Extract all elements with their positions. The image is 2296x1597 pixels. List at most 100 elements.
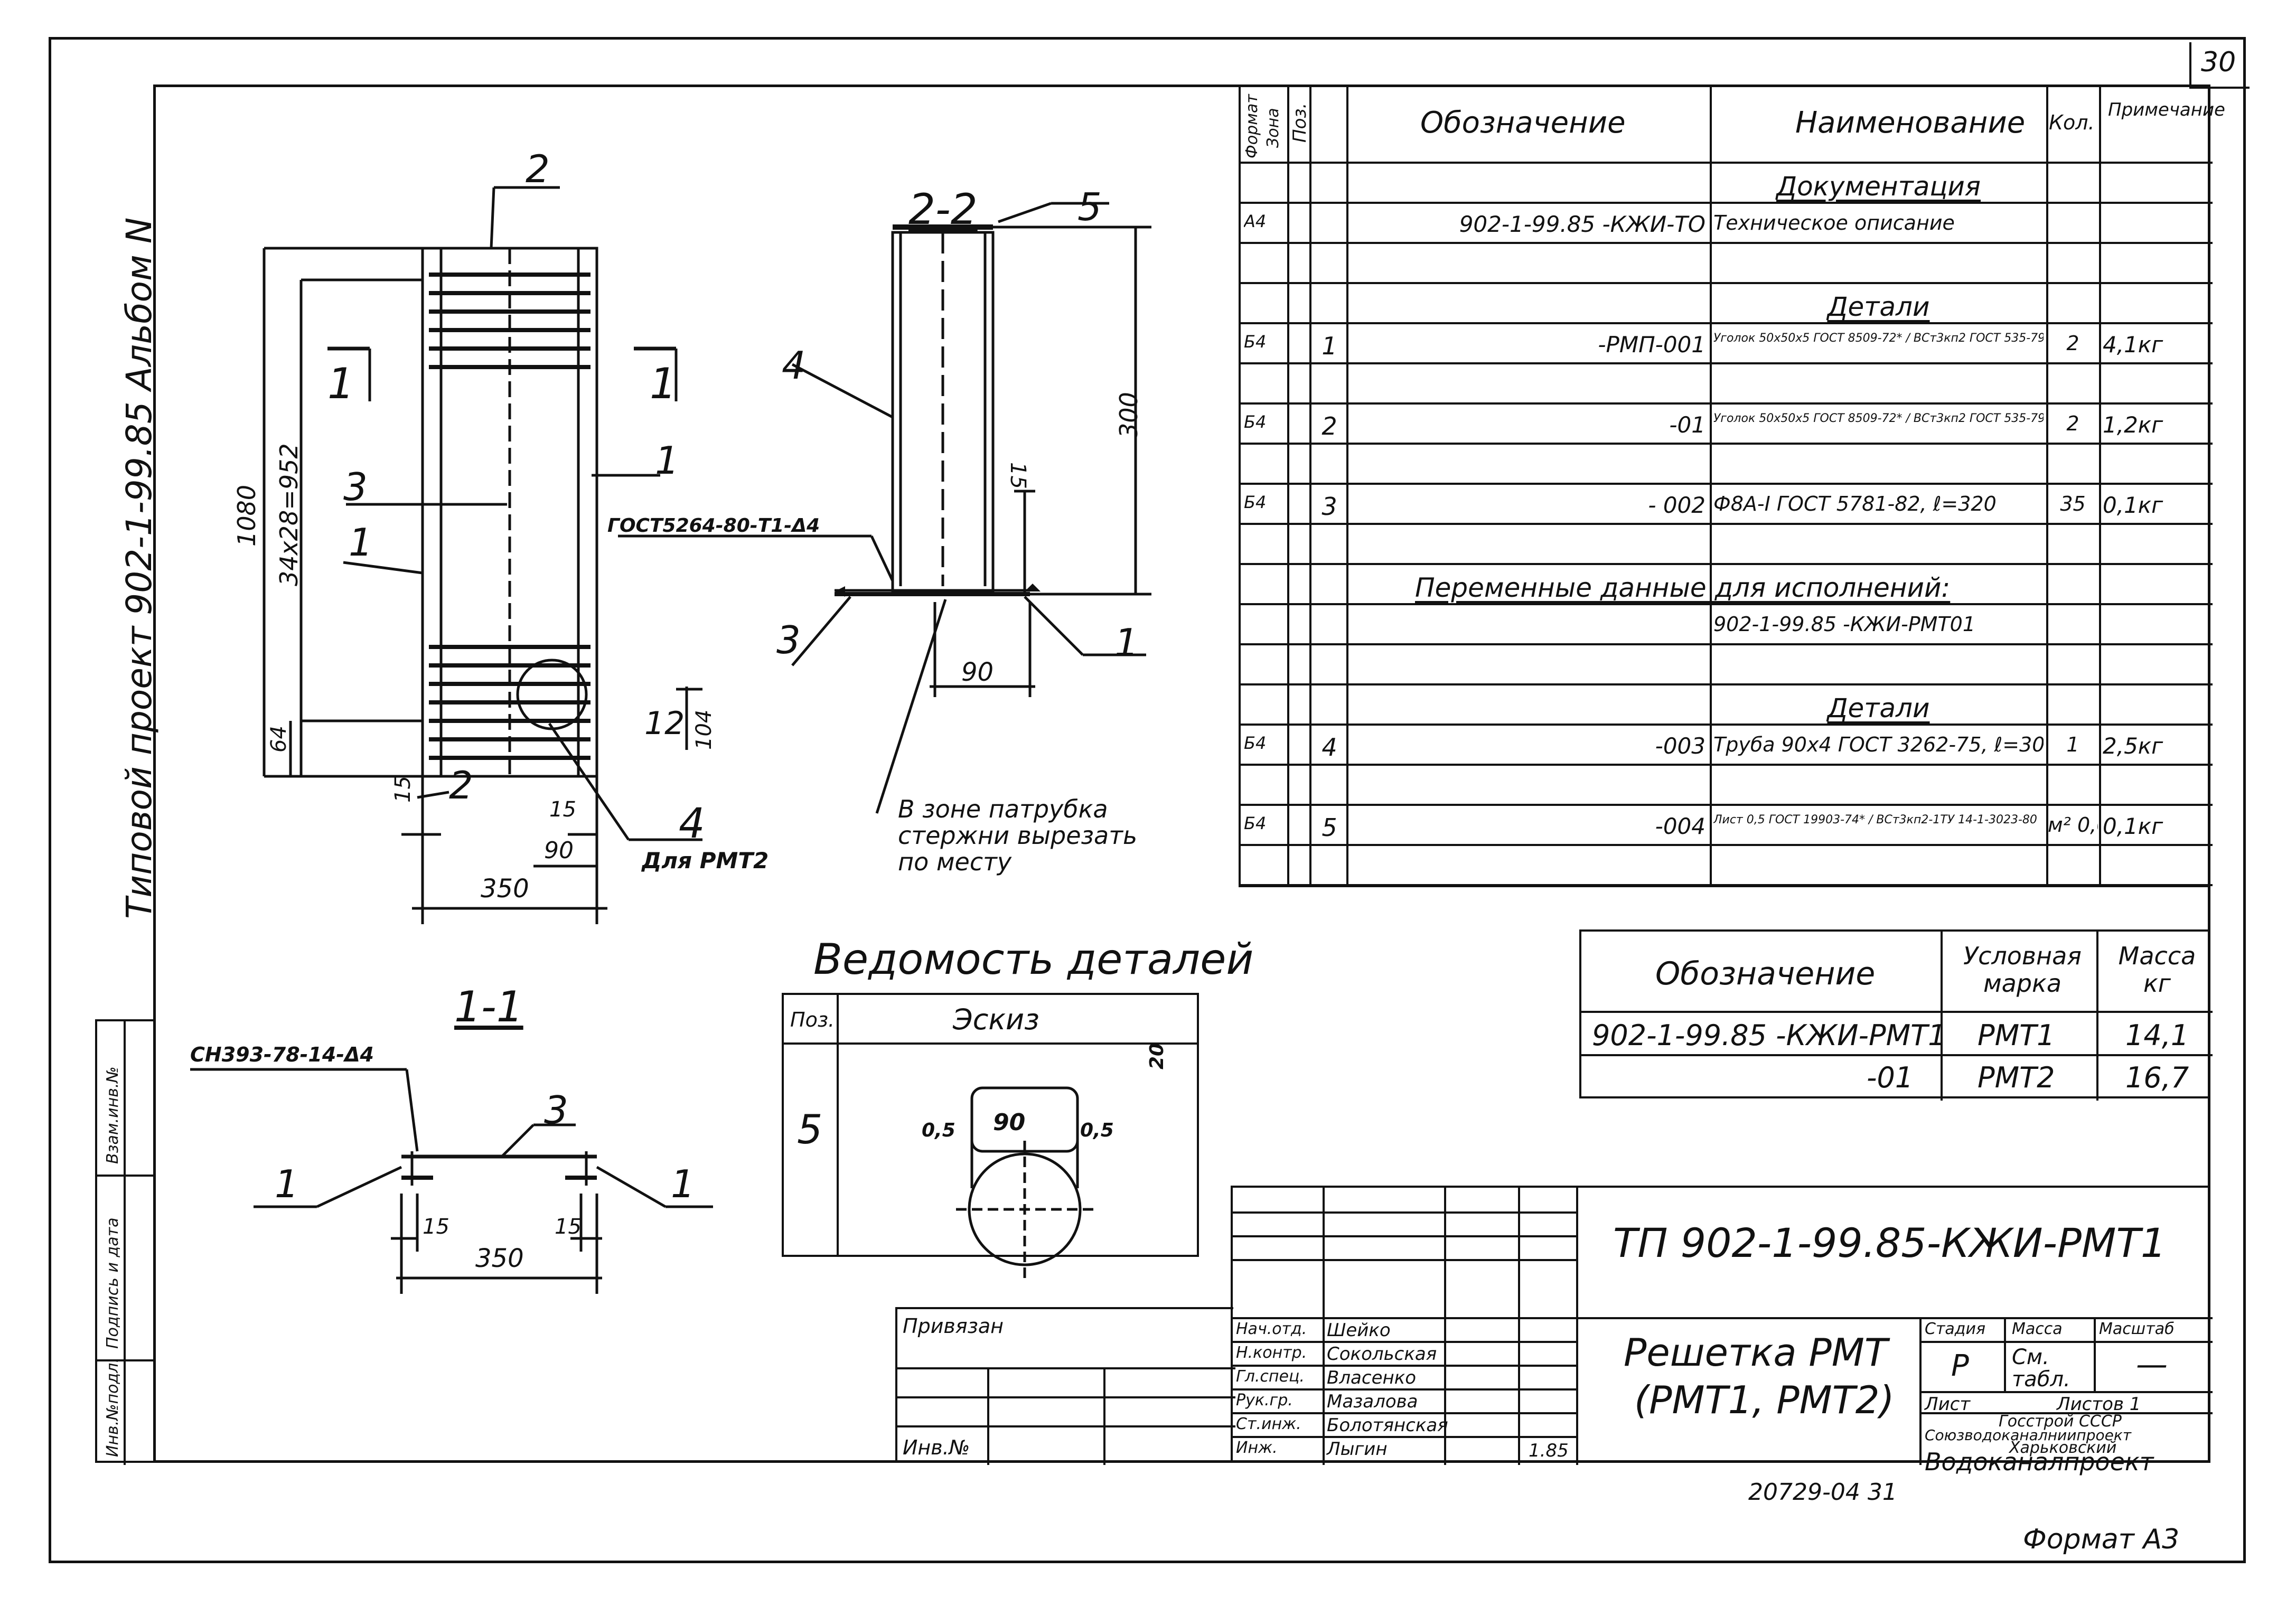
spec-qty: 35 (2060, 492, 2086, 515)
signer-name: Мазалова (1327, 1391, 1418, 1412)
archive-number: 20729-04 31 (1748, 1479, 1897, 1506)
privyazan-label: Привязан (903, 1314, 1004, 1338)
tb-date: 1.85 (1529, 1440, 1569, 1461)
hdr-designation: Обозначение (1420, 106, 1626, 140)
callout-1-s11-left: 1 (275, 1162, 299, 1206)
spec-pos: 4 (1322, 733, 1337, 762)
signer-name: Лыгин (1327, 1439, 1388, 1460)
tb-org-2: Союзводоканалниипроект (1925, 1426, 2132, 1444)
spec-pos: 1 (1322, 332, 1337, 360)
tb-name-2: (РМТ1, РМТ2) (1634, 1378, 1895, 1422)
tb-mass: См. табл. (2012, 1345, 2070, 1392)
dim-15-right: 15 (549, 797, 576, 822)
signer-role: Гл.спец. (1236, 1367, 1305, 1386)
spec-heading: Документация (1776, 171, 1981, 202)
marks-row2-mass: 16,7 (2125, 1061, 2189, 1094)
spec-designation: -01 (1669, 412, 1705, 438)
tb-org-3: Харьковский (2009, 1439, 2117, 1457)
spec-row: Переменные данные для исполнений: (1241, 565, 2213, 605)
hdr-name: Наименование (1795, 106, 2026, 140)
spec-row (1241, 445, 2213, 485)
tb-mass-hdr: Масса (2012, 1320, 2063, 1338)
spec-row (1241, 525, 2213, 565)
hdr-qty: Кол. (2049, 111, 2095, 134)
dim-952: 34x28=952 (275, 443, 303, 586)
spec-format: А4 (1244, 211, 1267, 231)
sketch-dim-right: 0,5 (1080, 1120, 1114, 1141)
hdr-format: Формат (1243, 94, 1261, 158)
spec-pos: 3 (1322, 492, 1337, 521)
tb-name-1: Решетка РМТ (1624, 1330, 1888, 1375)
dim-350-s11: 350 (475, 1244, 524, 1273)
dim-1080: 1080 (232, 484, 261, 547)
spec-row: Детали (1241, 685, 2213, 726)
tb-sheet: Лист (1925, 1394, 1971, 1415)
marks-row2-mark: РМТ2 (1978, 1061, 2055, 1094)
spec-designation: -004 (1655, 813, 1705, 839)
marks-table: Обозначение Условная марка Масса кг 902-… (1579, 929, 2213, 1101)
weld-label: СН393-78-14-Δ4 (190, 1043, 374, 1066)
tb-org-4: Водоканалпроект (1925, 1448, 2154, 1476)
signer-name: Шейко (1327, 1320, 1391, 1341)
note-rmt2: Для РМТ2 (642, 848, 769, 873)
spec-qty: 2 (2066, 412, 2079, 435)
hdr-note: Примечание (2108, 99, 2225, 120)
signer-role: Ст.инж. (1236, 1415, 1301, 1433)
tb-scale: — (2136, 1346, 2168, 1383)
tb-scale-hdr: Масштаб (2099, 1320, 2175, 1338)
spec-note: 2,5кг (2103, 733, 2163, 759)
callout-3-s22: 3 (776, 618, 801, 662)
sketch-dim-left: 0,5 (922, 1120, 955, 1141)
spec-format: Б4 (1244, 733, 1267, 753)
marks-row1-des: 902-1-99.85 -КЖИ-РМТ1 (1592, 1019, 1946, 1052)
stamp-inv: Инв.№подл. (104, 1358, 122, 1457)
note-line-2: стержни вырезать (898, 821, 1138, 850)
signer-name: Сокольская (1327, 1344, 1437, 1365)
spec-qty: м² 0,02 (2048, 813, 2098, 837)
tb-sheets: Листов 1 (2057, 1394, 2141, 1415)
callout-1-s11-right: 1 (671, 1162, 695, 1206)
spec-row (1241, 244, 2213, 284)
tb-org-1: Госстрой СССР (1999, 1412, 2122, 1431)
callout-2-top: 2 (526, 147, 550, 191)
signer-role: Рук.гр. (1236, 1391, 1293, 1410)
spec-name: Ф8А-I ГОСТ 5781-82, ℓ=320 (1713, 492, 1997, 515)
spec-table: Формат Зона Поз. Обозначение Наименовани… (1239, 84, 2225, 887)
signer-name: Власенко (1327, 1367, 1417, 1388)
spec-note: 0,1кг (2103, 813, 2163, 839)
title-block: ТП 902-1-99.85-КЖИ-РМТ1 Решетка РМТ (РМТ… (1231, 1186, 2213, 1476)
section-11-title: 1-1 (454, 982, 523, 1031)
spec-format: Б4 (1244, 813, 1267, 833)
spec-row: 902-1-99.85 -КЖИ-РМТ01 (1241, 605, 2213, 645)
dim-300: 300 (1114, 392, 1143, 438)
spec-row (1241, 364, 2213, 405)
callout-1-s22: 1 (1114, 621, 1139, 665)
marks-row1-mark: РМТ1 (1978, 1019, 2055, 1052)
privyazan-block: Привязан Инв.№ (895, 1307, 1235, 1465)
hdr-zone: Зона (1264, 108, 1282, 148)
tb-stage-hdr: Стадия (1925, 1320, 1986, 1338)
callout-3-s11: 3 (544, 1088, 568, 1132)
spec-header: Формат Зона Поз. Обозначение Наименовани… (1241, 84, 2225, 164)
callout-3: 3 (343, 465, 368, 509)
stamp-replace: Взам.инв.№ (104, 1066, 122, 1164)
sketch-dim-20: 20 (1146, 1042, 1168, 1069)
spec-row: Документация (1241, 164, 2213, 204)
signer-name: Болотянская (1327, 1415, 1448, 1436)
section-22-title: 2-2 (908, 185, 978, 234)
tb-code: ТП 902-1-99.85-КЖИ-РМТ1 (1613, 1219, 2167, 1266)
stamp-signature: Подпись и дата (104, 1217, 122, 1349)
spec-note: 4,1кг (2103, 332, 2163, 358)
spec-designation: -РМП-001 (1598, 332, 1705, 358)
spec-note: 0,1кг (2103, 492, 2163, 518)
callout-5: 5 (1077, 185, 1102, 229)
spec-format: Б4 (1244, 492, 1267, 512)
inv-label: Инв.№ (903, 1436, 970, 1459)
marks-hdr-des: Обозначение (1655, 955, 1876, 992)
signer-role: Н.контр. (1236, 1344, 1307, 1362)
spec-designation: -003 (1655, 733, 1705, 759)
